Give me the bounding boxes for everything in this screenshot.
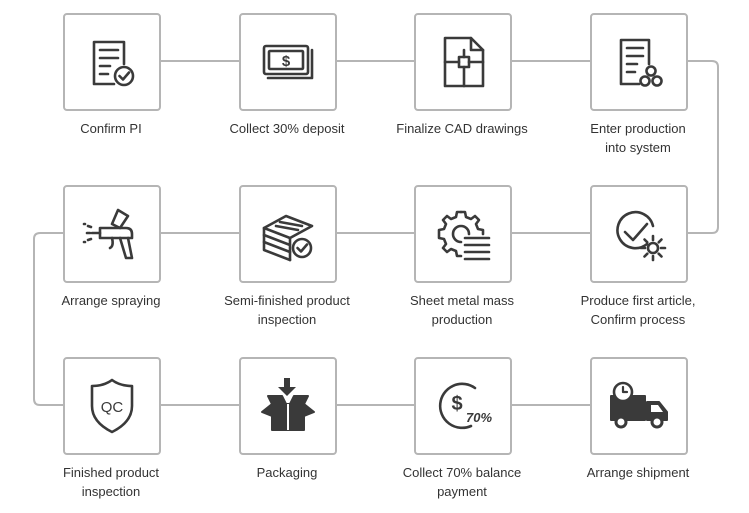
spray-gun-icon [82, 208, 134, 260]
step-label: Enter production into system [590, 121, 686, 155]
step-label: Semi-finished product inspection [224, 293, 350, 327]
step-icon-box [239, 185, 337, 283]
gear-sheets-icon [437, 210, 491, 261]
step-confirm-pi: Confirm PI [31, 13, 191, 153]
step-arrange-shipment: Arrange shipment [558, 357, 718, 497]
step-icon-box [590, 13, 688, 111]
step-arrange-spraying: Arrange spraying [31, 185, 191, 325]
step-packaging: Packaging [207, 357, 367, 497]
step-label: Collect 70% balance payment [402, 465, 522, 499]
package-box-icon [261, 378, 315, 431]
svg-text:$: $ [282, 53, 291, 70]
dollar-symbol: $ [451, 393, 462, 415]
step-label: Arrange shipment [586, 465, 690, 480]
step-label: Finished product inspection [62, 465, 160, 499]
banknote-icon: $ [262, 44, 314, 80]
step-icon-box [239, 357, 337, 455]
delivery-truck-icon [610, 381, 668, 429]
qc-text: QC [101, 399, 124, 416]
step-icon-box [414, 185, 512, 283]
step-first-article: Produce first article, Confirm process [558, 185, 718, 327]
cad-drawing-icon [443, 36, 485, 88]
step-icon-box: $ 70% [414, 357, 512, 455]
step-icon-box [63, 13, 161, 111]
step-enter-production: Enter production into system [558, 13, 718, 155]
step-collect-balance: $ 70% Collect 70% balance payment [382, 357, 542, 499]
step-icon-box [590, 357, 688, 455]
dollar-70-icon: $ 70% [438, 382, 492, 430]
qc-shield-icon: QC [90, 378, 134, 434]
percent-text: 70% [466, 410, 492, 425]
step-icon-box: $ [239, 13, 337, 111]
step-icon-box [590, 185, 688, 283]
step-semi-finished-inspection: Semi-finished product inspection [207, 185, 367, 327]
check-gear-icon [616, 210, 667, 262]
step-label: Confirm PI [80, 121, 142, 136]
document-gears-icon [619, 38, 663, 87]
step-label: Packaging [256, 465, 318, 480]
step-label: Produce first article, Confirm process [580, 293, 696, 327]
step-finalize-cad: Finalize CAD drawings [382, 13, 542, 153]
step-icon-box: QC [63, 357, 161, 455]
step-label: Sheet metal mass production [409, 293, 515, 327]
stacked-sheets-check-icon [262, 214, 314, 262]
step-collect-deposit: $ Collect 30% deposit [207, 13, 367, 153]
step-icon-box [414, 13, 512, 111]
step-label: Arrange spraying [61, 293, 161, 308]
step-mass-production: Sheet metal mass production [382, 185, 542, 327]
step-label: Finalize CAD drawings [396, 121, 528, 136]
document-check-icon [92, 40, 135, 87]
step-label: Collect 30% deposit [229, 121, 345, 136]
step-icon-box [63, 185, 161, 283]
step-finished-inspection: QC Finished product inspection [31, 357, 191, 499]
